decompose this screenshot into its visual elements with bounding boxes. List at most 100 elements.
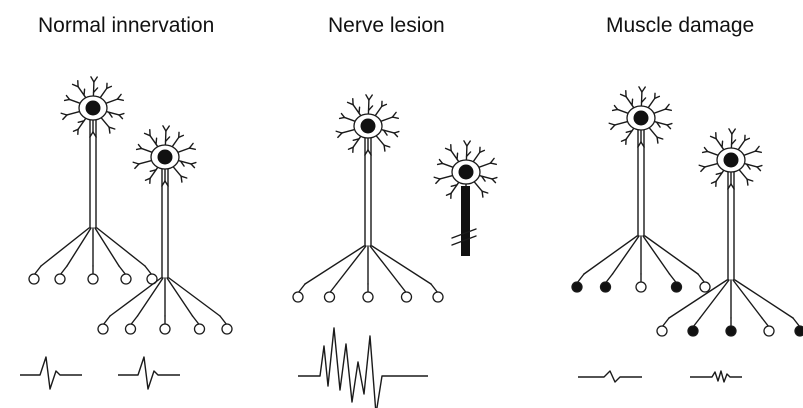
muap-trace [118,356,180,390]
muap-trace [20,356,82,390]
axon-branch [611,235,640,275]
dendrite-twig [391,116,400,120]
dendrite-twig [367,105,374,112]
dendrite-twig [730,139,737,146]
dendrite-twig [92,131,97,138]
end-plate [193,323,206,335]
dendrite-twig [640,141,645,148]
neuron-reinnervating [292,94,444,303]
end-plate [97,323,109,335]
end-plate [635,281,647,293]
dendrite-twig [433,176,441,180]
neuron-lesioned-nucleus [458,164,474,180]
dendrite-twig [701,150,709,154]
dendrite-twig [481,190,489,194]
dendrite-twig [132,161,140,165]
neuron-muscle-2 [656,128,803,337]
dendrite-twig [179,160,185,167]
end-plate [221,323,233,335]
dendrite-twig [118,112,125,116]
dendrite-twig [641,86,646,93]
axon-branch [40,227,90,267]
dendrite-twig [358,106,361,114]
dendrite-twig [456,152,459,160]
dendrite-twig [365,94,370,101]
neuron-muscle-1-nucleus [633,110,649,126]
dendrite-twig [731,128,736,135]
dendrite-twig [77,120,85,124]
dendrite-twig [754,145,760,152]
dendrite-twig [700,166,706,173]
dendrite-twig [756,166,762,172]
neuron-reinnervating-soma [335,94,400,156]
dendrite-twig [383,144,391,148]
dendrite-twig [135,147,143,151]
dendrite-twig [656,136,659,144]
neuron-reinnervating-nucleus [360,118,376,134]
dendrite-twig [352,138,360,142]
neuron-normal-2-soma [132,125,197,187]
axon-branch [369,245,401,285]
dendrite-twig [445,192,452,196]
lesion-mark [451,228,477,239]
dendrite-twig [491,176,498,180]
panel-nerve-lesion [292,94,498,408]
axon-branch [642,235,671,275]
dendrite-twig [63,98,71,102]
panel-normal-innervation [20,76,233,390]
title-nerve-lesion: Nerve lesion [328,14,445,37]
dendrite-twig [155,137,158,145]
dendrite-twig [60,112,68,116]
dendrite-twig [746,178,749,186]
dendrite-twig [754,150,763,154]
axon-branch [732,279,763,319]
dendrite-twig [489,162,498,166]
end-plate [571,281,583,293]
dendrite [640,91,643,109]
title-muscle-damage: Muscle damage [606,14,755,37]
end-plate [432,291,444,303]
axon-branch [734,279,794,319]
end-plate [362,291,374,303]
axon-branch [699,279,730,319]
end-plate [120,273,132,285]
axon-branch [94,227,120,267]
dendrite-twig [450,184,458,188]
end-plate [54,273,66,285]
dendrite-twig [71,83,79,88]
axon-branch [644,235,699,275]
dendrite [730,133,733,151]
dendrite-twig [611,108,619,112]
dendrite-twig [381,103,388,108]
axon-branch [168,277,221,317]
dendrite-twig [347,146,354,150]
dendrite-twig [116,93,122,100]
neuron-muscle-2-soma [698,128,763,190]
axon-branch [136,277,164,317]
axon-branch [304,245,365,285]
dendrite-twig [393,132,399,138]
dendrite-twig [481,190,484,198]
dendrite-twig [610,124,616,131]
end-plate [400,291,413,303]
panel-muscle-damage [571,86,803,383]
dendrite-twig [162,125,167,132]
dendrite-twig [438,158,444,165]
lesion-mark [451,235,477,246]
end-plate [159,323,171,335]
end-plate [87,273,99,285]
axon-branch [335,245,367,285]
dendrite-twig [83,88,86,96]
axon-branch [166,277,194,317]
dendrite-twig [340,112,346,119]
dendrite-twig [655,121,661,128]
neuron-muscle-2-nucleus [723,152,739,168]
dendrite [465,145,468,163]
dendrite-twig [137,143,143,150]
end-plate [599,281,612,293]
dendrite-twig [744,137,751,142]
dendrite-twig [393,130,400,134]
dendrite-twig [144,177,151,181]
axon-branch [96,227,146,267]
